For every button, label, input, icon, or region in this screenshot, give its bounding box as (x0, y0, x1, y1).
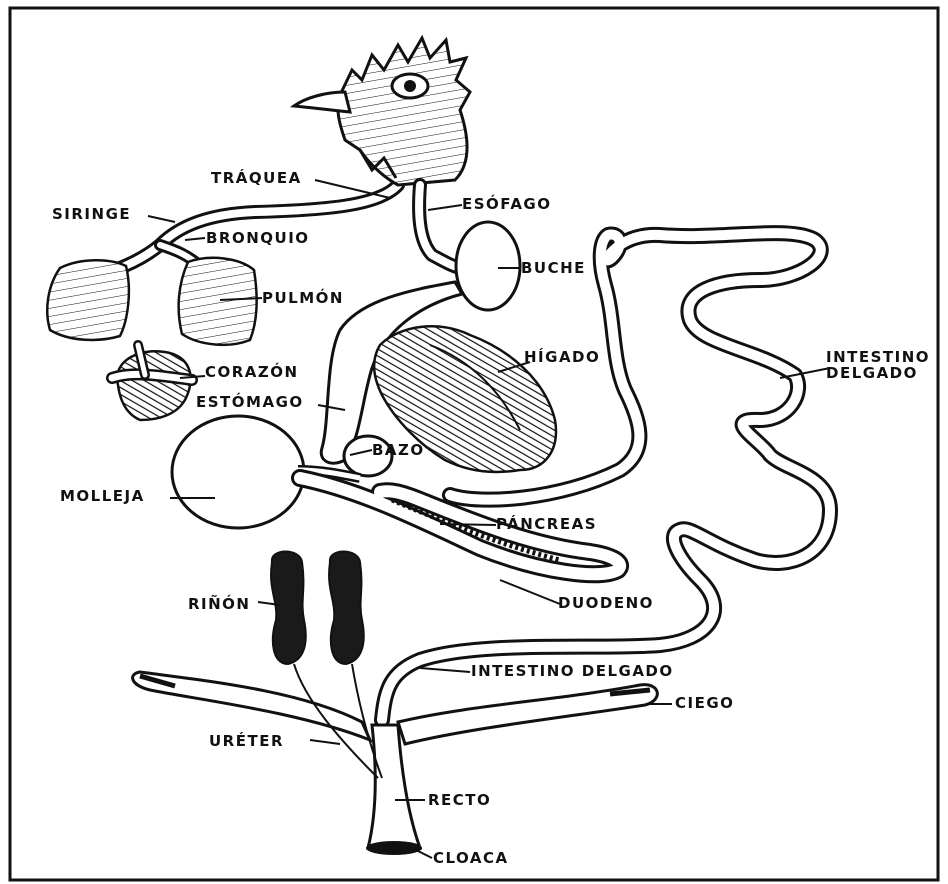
kidney-left (271, 552, 306, 665)
label-ciego: CIEGO (675, 694, 734, 712)
label-cloaca: CLOACA (433, 849, 509, 867)
kidney-right (329, 552, 364, 665)
label-traquea: TRÁQUEA (211, 168, 302, 187)
label-intestino-delgado-bottom: INTESTINO DELGADO (471, 662, 674, 680)
lung-left (47, 260, 129, 340)
label-estomago: ESTÓMAGO (196, 392, 304, 411)
label-pulmon: PULMÓN (262, 288, 344, 307)
label-recto: RECTO (428, 791, 491, 809)
label-bazo: BAZO (372, 441, 425, 459)
label-rinon: RIÑÓN (188, 594, 251, 613)
label-bronquio: BRONQUIO (206, 229, 310, 247)
label-corazon: CORAZÓN (205, 362, 299, 381)
label-ureter: URÉTER (209, 731, 284, 750)
label-pancreas: PÁNCREAS (496, 514, 597, 533)
label-buche: BUCHE (521, 259, 586, 277)
trachea-tube (120, 185, 398, 268)
small-intestine (382, 233, 830, 720)
rooster-head (294, 38, 470, 185)
lung-right (179, 258, 257, 345)
esophagus-tube (419, 185, 460, 268)
crop (456, 222, 520, 310)
label-molleja: MOLLEJA (60, 487, 145, 505)
label-esofago: ESÓFAGO (462, 194, 552, 213)
heart (112, 345, 192, 420)
label-duodeno: DUODENO (558, 594, 654, 612)
label-higado: HÍGADO (524, 347, 600, 366)
label-intestino-delgado-right-2: DELGADO (826, 364, 918, 382)
label-siringe: SIRINGE (52, 205, 131, 223)
